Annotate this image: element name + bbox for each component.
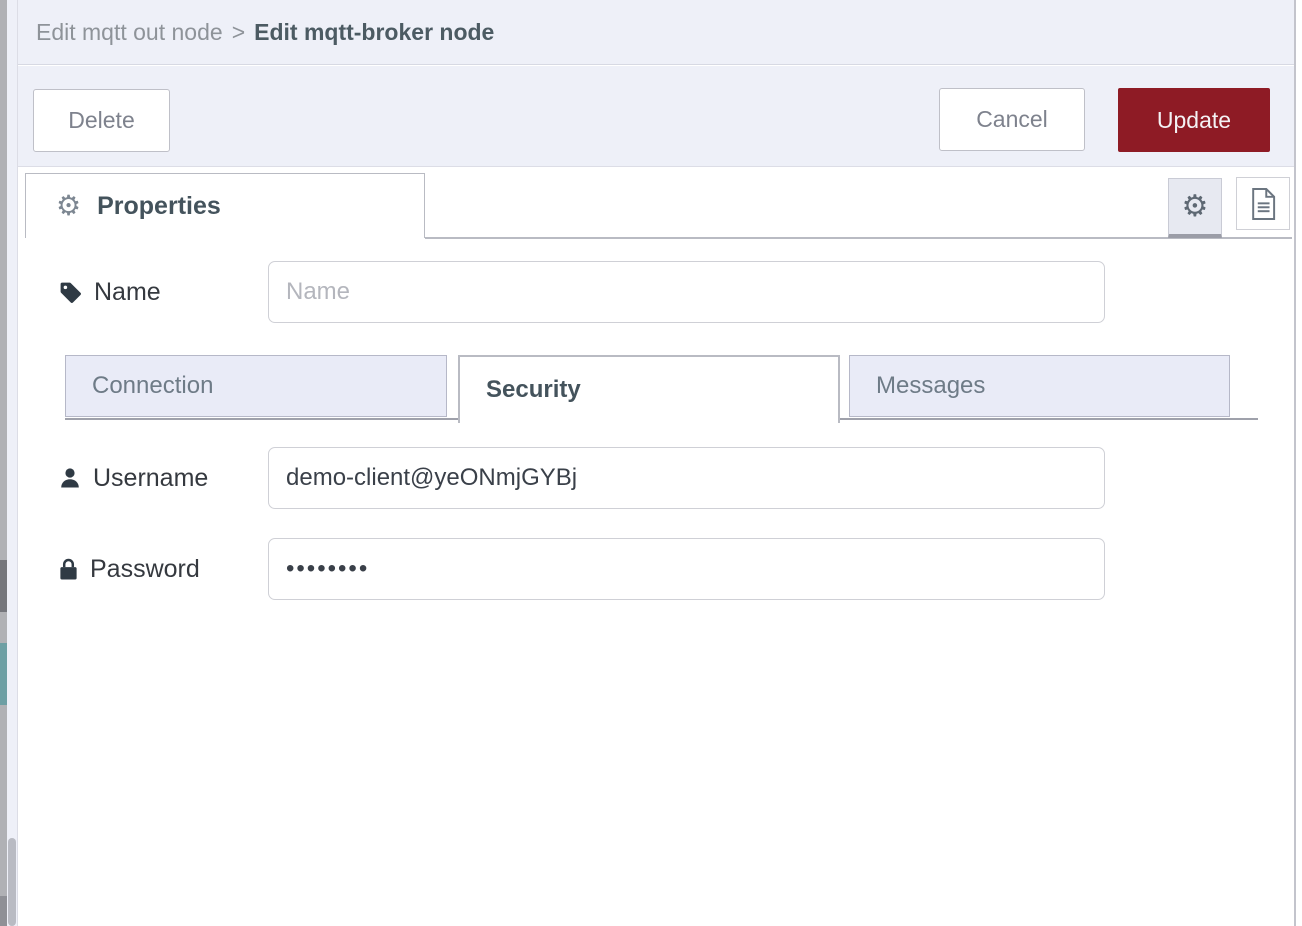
- workspace-teal-node-fragment: [0, 643, 7, 705]
- gear-icon: ⚙: [1181, 188, 1209, 224]
- breadcrumb-parent[interactable]: Edit mqtt out node: [36, 18, 223, 45]
- tab-security-label: Security: [486, 376, 581, 403]
- workspace-node-fragment-bottom: [0, 896, 7, 926]
- name-label-text: Name: [94, 277, 161, 306]
- tab-strip-divider: [425, 237, 1292, 239]
- tab-connection-label: Connection: [92, 372, 214, 399]
- gear-icon: ⚙: [56, 189, 82, 222]
- user-icon: [61, 468, 79, 488]
- cancel-button[interactable]: Cancel: [939, 88, 1085, 151]
- username-label-text: Username: [93, 463, 209, 492]
- tab-messages-label: Messages: [876, 372, 986, 399]
- username-field-label: Username: [58, 447, 208, 509]
- file-icon: [1252, 187, 1276, 220]
- tab-properties[interactable]: ⚙ Properties: [25, 173, 425, 238]
- tray-toolbar: Delete Cancel Update: [18, 66, 1294, 167]
- lock-icon: [60, 558, 77, 580]
- properties-tab-label: Properties: [97, 191, 221, 220]
- update-button[interactable]: Update: [1118, 88, 1270, 152]
- delete-button[interactable]: Delete: [33, 89, 170, 152]
- password-label-text: Password: [90, 554, 200, 583]
- edit-tray: Edit mqtt out node > Edit mqtt-broker no…: [18, 0, 1296, 926]
- tab-messages[interactable]: Messages: [849, 355, 1230, 417]
- vertical-scrollbar[interactable]: [8, 838, 16, 926]
- password-input[interactable]: [268, 538, 1105, 600]
- username-input[interactable]: [268, 447, 1105, 509]
- breadcrumb-separator: >: [231, 18, 246, 45]
- breadcrumb-current: Edit mqtt-broker node: [254, 18, 495, 45]
- tab-security[interactable]: Security: [458, 355, 840, 423]
- node-description-button[interactable]: [1236, 177, 1290, 230]
- workspace-node-fragment: [0, 560, 7, 612]
- name-input[interactable]: [268, 261, 1105, 323]
- tag-icon: [60, 282, 81, 303]
- breadcrumb: Edit mqtt out node > Edit mqtt-broker no…: [18, 0, 1294, 65]
- node-properties-button[interactable]: ⚙: [1168, 178, 1222, 238]
- name-field-label: Name: [58, 261, 161, 323]
- workspace-edge-strip: [0, 0, 7, 926]
- broker-config-tabs: Connection Security Messages: [18, 355, 1294, 425]
- tray-gutter: [7, 0, 18, 926]
- tray-body: ⚙ Properties ⚙: [18, 167, 1294, 926]
- password-field-label: Password: [58, 538, 200, 600]
- tab-connection[interactable]: Connection: [65, 355, 447, 417]
